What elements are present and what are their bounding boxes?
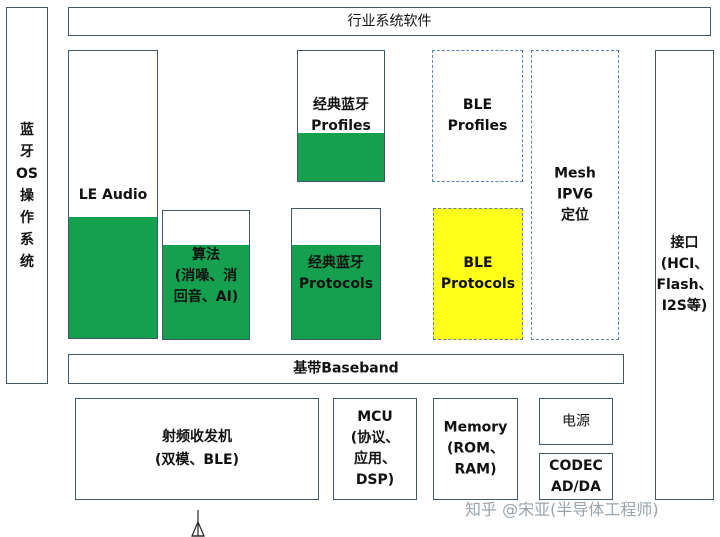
le-audio-block: LE Audio (68, 50, 158, 339)
le-audio-label: LE Audio (78, 187, 148, 203)
le-audio-fill (69, 217, 157, 338)
industry-software-label: 行业系统软件 (347, 13, 432, 29)
mesh-block: Mesh IPV6 定位 (531, 50, 619, 340)
baseband-label: 基带Baseband (293, 360, 399, 377)
mcu-label: MCU (协议、 应用、 DSP) (350, 409, 400, 488)
mcu-block: MCU (协议、 应用、 DSP) (333, 398, 417, 500)
bluetooth-os-label: 蓝 牙 OS 操 作 系 统 (16, 121, 38, 270)
classic-profiles-fill (298, 133, 384, 181)
algorithm-fill (163, 245, 249, 339)
rf-transceiver-label: 射频收发机 (双模、BLE) (155, 429, 239, 468)
codec-block: CODEC AD/DA (539, 453, 613, 500)
ble-profiles-label: BLE Profiles (447, 97, 508, 134)
classic-profiles-block: 经典蓝牙 Profiles (297, 50, 385, 182)
interface-label: 接口 (HCI、 Flash、 I2S等) (656, 235, 713, 314)
classic-profiles-label: 经典蓝牙 Profiles (311, 97, 371, 134)
rf-transceiver-block: 射频收发机 (双模、BLE) (75, 398, 319, 500)
codec-label: CODEC AD/DA (549, 457, 603, 495)
ble-protocols-label: BLE Protocols (440, 255, 516, 292)
industry-software-bar: 行业系统软件 (68, 7, 711, 36)
baseband-bar: 基带Baseband (68, 354, 624, 384)
algorithm-label: 算法 (消噪、消 回音、AI) (173, 247, 239, 305)
ble-protocols-block: BLE Protocols (433, 208, 523, 340)
interface-block: 接口 (HCI、 Flash、 I2S等) (655, 50, 714, 500)
memory-block: Memory (ROM、 RAM) (433, 398, 518, 500)
classic-protocols-label: 经典蓝牙 Protocols (298, 255, 374, 292)
classic-protocols-fill (292, 245, 380, 339)
classic-protocols-block: 经典蓝牙 Protocols (291, 208, 381, 340)
mesh-label: Mesh IPV6 定位 (554, 165, 596, 224)
antenna-icon (191, 510, 205, 537)
bluetooth-os-bar: 蓝 牙 OS 操 作 系 统 (6, 7, 48, 384)
power-block: 电源 (539, 398, 613, 445)
algorithm-block: 算法 (消噪、消 回音、AI) (162, 210, 250, 340)
memory-label: Memory (ROM、 RAM) (443, 419, 508, 478)
watermark: 知乎 @宋亚(半导体工程师) (465, 500, 659, 519)
ble-profiles-block: BLE Profiles (432, 50, 523, 182)
power-label: 电源 (562, 413, 590, 429)
